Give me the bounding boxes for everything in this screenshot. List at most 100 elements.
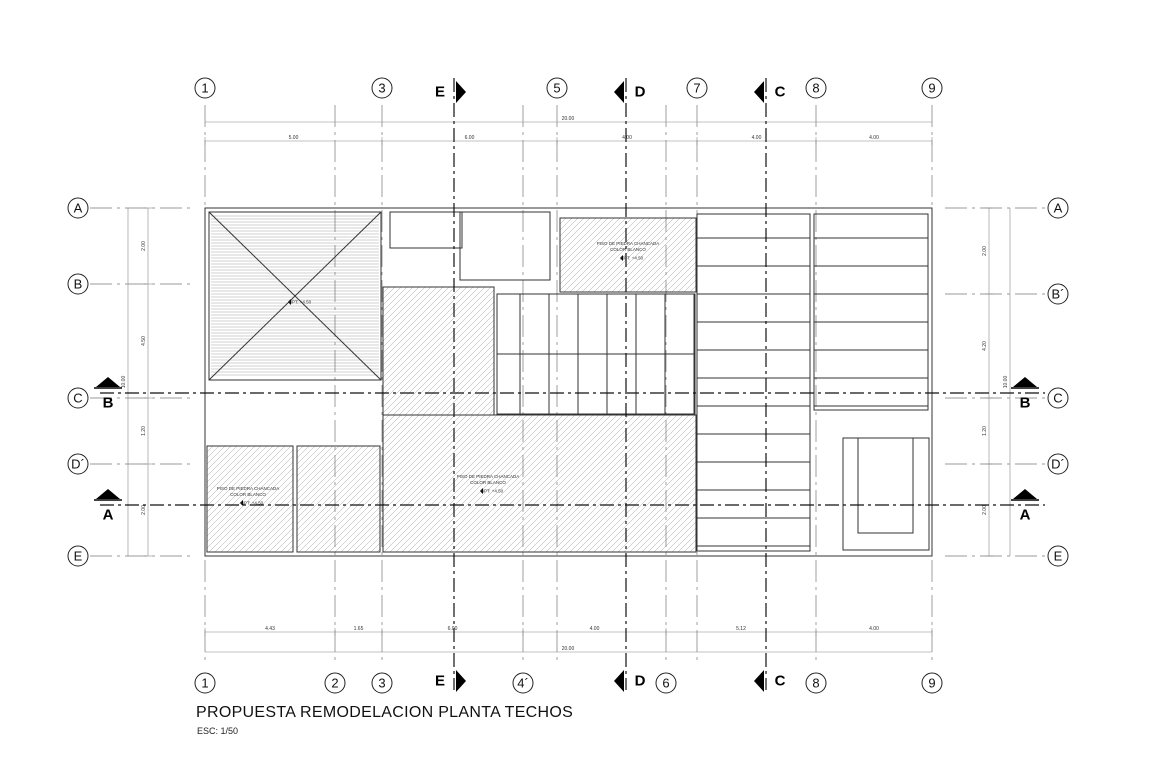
hatch-line (382, 286, 486, 390)
hatch-line (569, 425, 697, 553)
hatch-line (382, 414, 504, 536)
hatch-line (296, 445, 358, 507)
hatch-line (659, 255, 697, 293)
hatch-line (382, 414, 474, 506)
hatch-line (611, 467, 697, 553)
louver-panel-right (813, 213, 929, 411)
level-tag: NPT: +4.50 (621, 256, 644, 261)
hatch-line (491, 414, 630, 553)
grid-bubble-top-label: 9 (928, 81, 935, 96)
grid-bubble-left-label: B (74, 277, 83, 292)
level-marker-icon (480, 488, 483, 494)
hatch-line (352, 524, 381, 553)
section-label: D (635, 84, 646, 101)
dimension-label: 2.00 (982, 246, 988, 256)
hatch-line (382, 286, 462, 366)
floor-color-note: COLOR BLANCO (470, 480, 506, 485)
grid-bubble-bottom-circle (512, 672, 534, 694)
hatch-line (467, 414, 606, 553)
hatch-line (539, 414, 678, 553)
hatch-line (206, 445, 250, 489)
hatch-line (382, 414, 414, 446)
hatch-line (382, 295, 495, 408)
hatch-line (599, 455, 697, 553)
terrace-left (206, 445, 294, 553)
hatch-line (296, 452, 381, 537)
dimension-label: 4.00 (590, 626, 600, 632)
hatch-line (382, 286, 408, 312)
grid-bubble-right-circle (1047, 283, 1069, 305)
hatch-line (605, 461, 697, 553)
hatch-line (398, 319, 495, 416)
floor-color-note: COLOR BLANCO (230, 492, 266, 497)
grid-bubble-right-circle (1047, 387, 1069, 409)
hatch-line (559, 217, 633, 291)
hatch-line (482, 403, 495, 416)
hatch-line (286, 545, 294, 553)
hatch-line (407, 414, 546, 553)
hatch-line (485, 414, 624, 553)
drawing-title: PROPUESTA REMODELACION PLANTA TECHOS (196, 704, 574, 721)
dimension-total-bottom: 20.00 (562, 646, 575, 652)
hatch-line (386, 307, 495, 416)
hatch-line (559, 217, 603, 261)
hatch-line (635, 491, 697, 553)
section-arrow (456, 81, 466, 103)
roof-zone-lower (382, 414, 697, 553)
hatch-line (296, 464, 381, 549)
hatch-line (479, 414, 618, 553)
hatch-line (629, 225, 697, 293)
hatch-line (677, 273, 697, 293)
hatch-line (382, 414, 486, 518)
hatch-line (503, 414, 642, 553)
hatch-line (322, 494, 381, 553)
drawing-scale: ESC: 1/50 (197, 726, 239, 736)
hatch-line (280, 539, 294, 553)
hatch-line (382, 414, 480, 512)
hatch-line (206, 445, 214, 453)
hatch-line (382, 414, 444, 476)
dimension-label: 1.20 (141, 426, 147, 436)
hatch-line (382, 414, 426, 458)
hatch-line (383, 414, 522, 553)
hatch-line (509, 414, 648, 553)
hatch-line (689, 285, 697, 293)
hatch-line (262, 521, 294, 553)
hatch-line (563, 419, 697, 553)
hatch-line (206, 445, 262, 501)
hatch-line (559, 217, 621, 279)
hatch-line (419, 414, 558, 553)
section-arrow (614, 81, 624, 103)
hatch-line (220, 479, 294, 553)
hatch-line (410, 331, 495, 416)
dimension-label: 4.00 (622, 135, 632, 141)
hatch-line (382, 414, 492, 524)
hatch-line (268, 527, 294, 553)
hatch-line (587, 217, 663, 293)
roof-opening-inner (857, 437, 914, 534)
hatch-line (382, 414, 498, 530)
hatch-line (382, 286, 402, 306)
hatch-line (296, 446, 381, 531)
grid-bubble-bottom-circle (655, 672, 677, 694)
hatch-line (296, 445, 316, 465)
hatch-line (382, 286, 492, 396)
hatch-line (488, 409, 495, 416)
section-label: A (1020, 507, 1031, 524)
hatch-line (452, 373, 495, 416)
grid-bubble-left-circle (67, 453, 89, 475)
hatch-line (473, 414, 612, 553)
hatch-line (559, 217, 567, 225)
roof-zone-slope (208, 211, 382, 381)
hatch-line (382, 286, 432, 336)
grid-bubble-left-circle (67, 273, 89, 295)
section-arrow (1013, 377, 1037, 387)
shaft-box (389, 211, 463, 249)
hatch-line (206, 455, 294, 543)
hatch-line (382, 286, 396, 300)
hatch-line (296, 445, 310, 459)
grid-bubble-bottom-label: 8 (812, 676, 819, 691)
stair-core (459, 211, 551, 281)
floor-color-note: COLOR BLANCO (610, 247, 646, 252)
